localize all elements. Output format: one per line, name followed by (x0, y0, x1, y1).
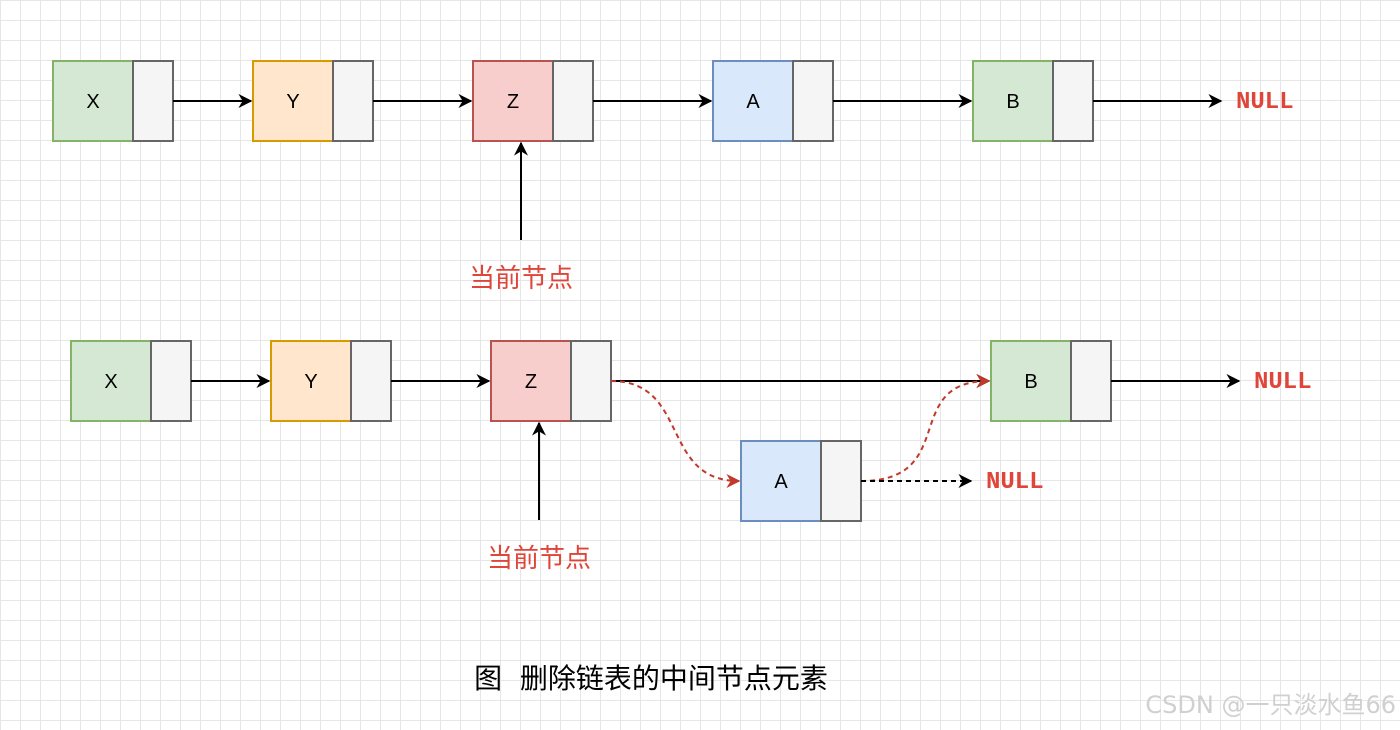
node-pointer-cell (570, 340, 612, 422)
bottom-node-z: Z (490, 340, 612, 422)
bottom-list: X Y Z B A NULL NULL 当前节点 (70, 340, 1312, 574)
node-pointer-cell (792, 60, 834, 142)
dashed-arrow-z-to-a (610, 380, 741, 488)
node-value-cell (270, 340, 352, 422)
dashed-arrow-a-to-b (860, 374, 991, 482)
node-label: Y (304, 371, 317, 393)
node-pointer-cell (332, 60, 374, 142)
node-label: A (774, 471, 788, 493)
node-label: A (746, 91, 760, 113)
node-value-cell (252, 60, 334, 142)
node-pointer-cell (552, 60, 594, 142)
node-pointer-cell (350, 340, 392, 422)
node-pointer-cell (1052, 60, 1094, 142)
top-node-b: B (972, 60, 1094, 142)
node-label: X (104, 371, 117, 393)
bottom-null-label: NULL (1254, 369, 1312, 396)
top-list: X Y Z A B NULL 当前节点 (52, 60, 1294, 294)
removed-null-label: NULL (986, 469, 1044, 496)
bottom-node-x: X (70, 340, 192, 422)
bottom-node-y: Y (270, 340, 392, 422)
top-current-node-label: 当前节点 (469, 264, 573, 294)
node-label: Y (286, 91, 299, 113)
node-label: B (1006, 91, 1019, 113)
node-pointer-cell (1070, 340, 1112, 422)
node-pointer-cell (150, 340, 192, 422)
top-node-x: X (52, 60, 174, 142)
removed-node-a: A (740, 440, 862, 522)
bottom-node-b: B (990, 340, 1112, 422)
node-label: X (86, 91, 99, 113)
watermark: CSDN @一只淡水鱼66 (1145, 691, 1396, 719)
node-value-cell (70, 340, 152, 422)
top-null-label: NULL (1236, 89, 1294, 116)
node-value-cell (472, 60, 554, 142)
node-value-cell (972, 60, 1054, 142)
node-value-cell (740, 440, 822, 522)
top-node-y: Y (252, 60, 374, 142)
node-pointer-cell (132, 60, 174, 142)
bottom-current-node-label: 当前节点 (487, 544, 591, 574)
node-label: Z (525, 371, 537, 393)
node-label: B (1024, 371, 1037, 393)
figure-caption: 图 删除链表的中间节点元素 (474, 662, 828, 695)
node-value-cell (52, 60, 134, 142)
node-value-cell (490, 340, 572, 422)
node-value-cell (990, 340, 1072, 422)
top-node-a: A (712, 60, 834, 142)
node-pointer-cell (820, 440, 862, 522)
node-label: Z (507, 91, 519, 113)
top-node-z: Z (472, 60, 594, 142)
